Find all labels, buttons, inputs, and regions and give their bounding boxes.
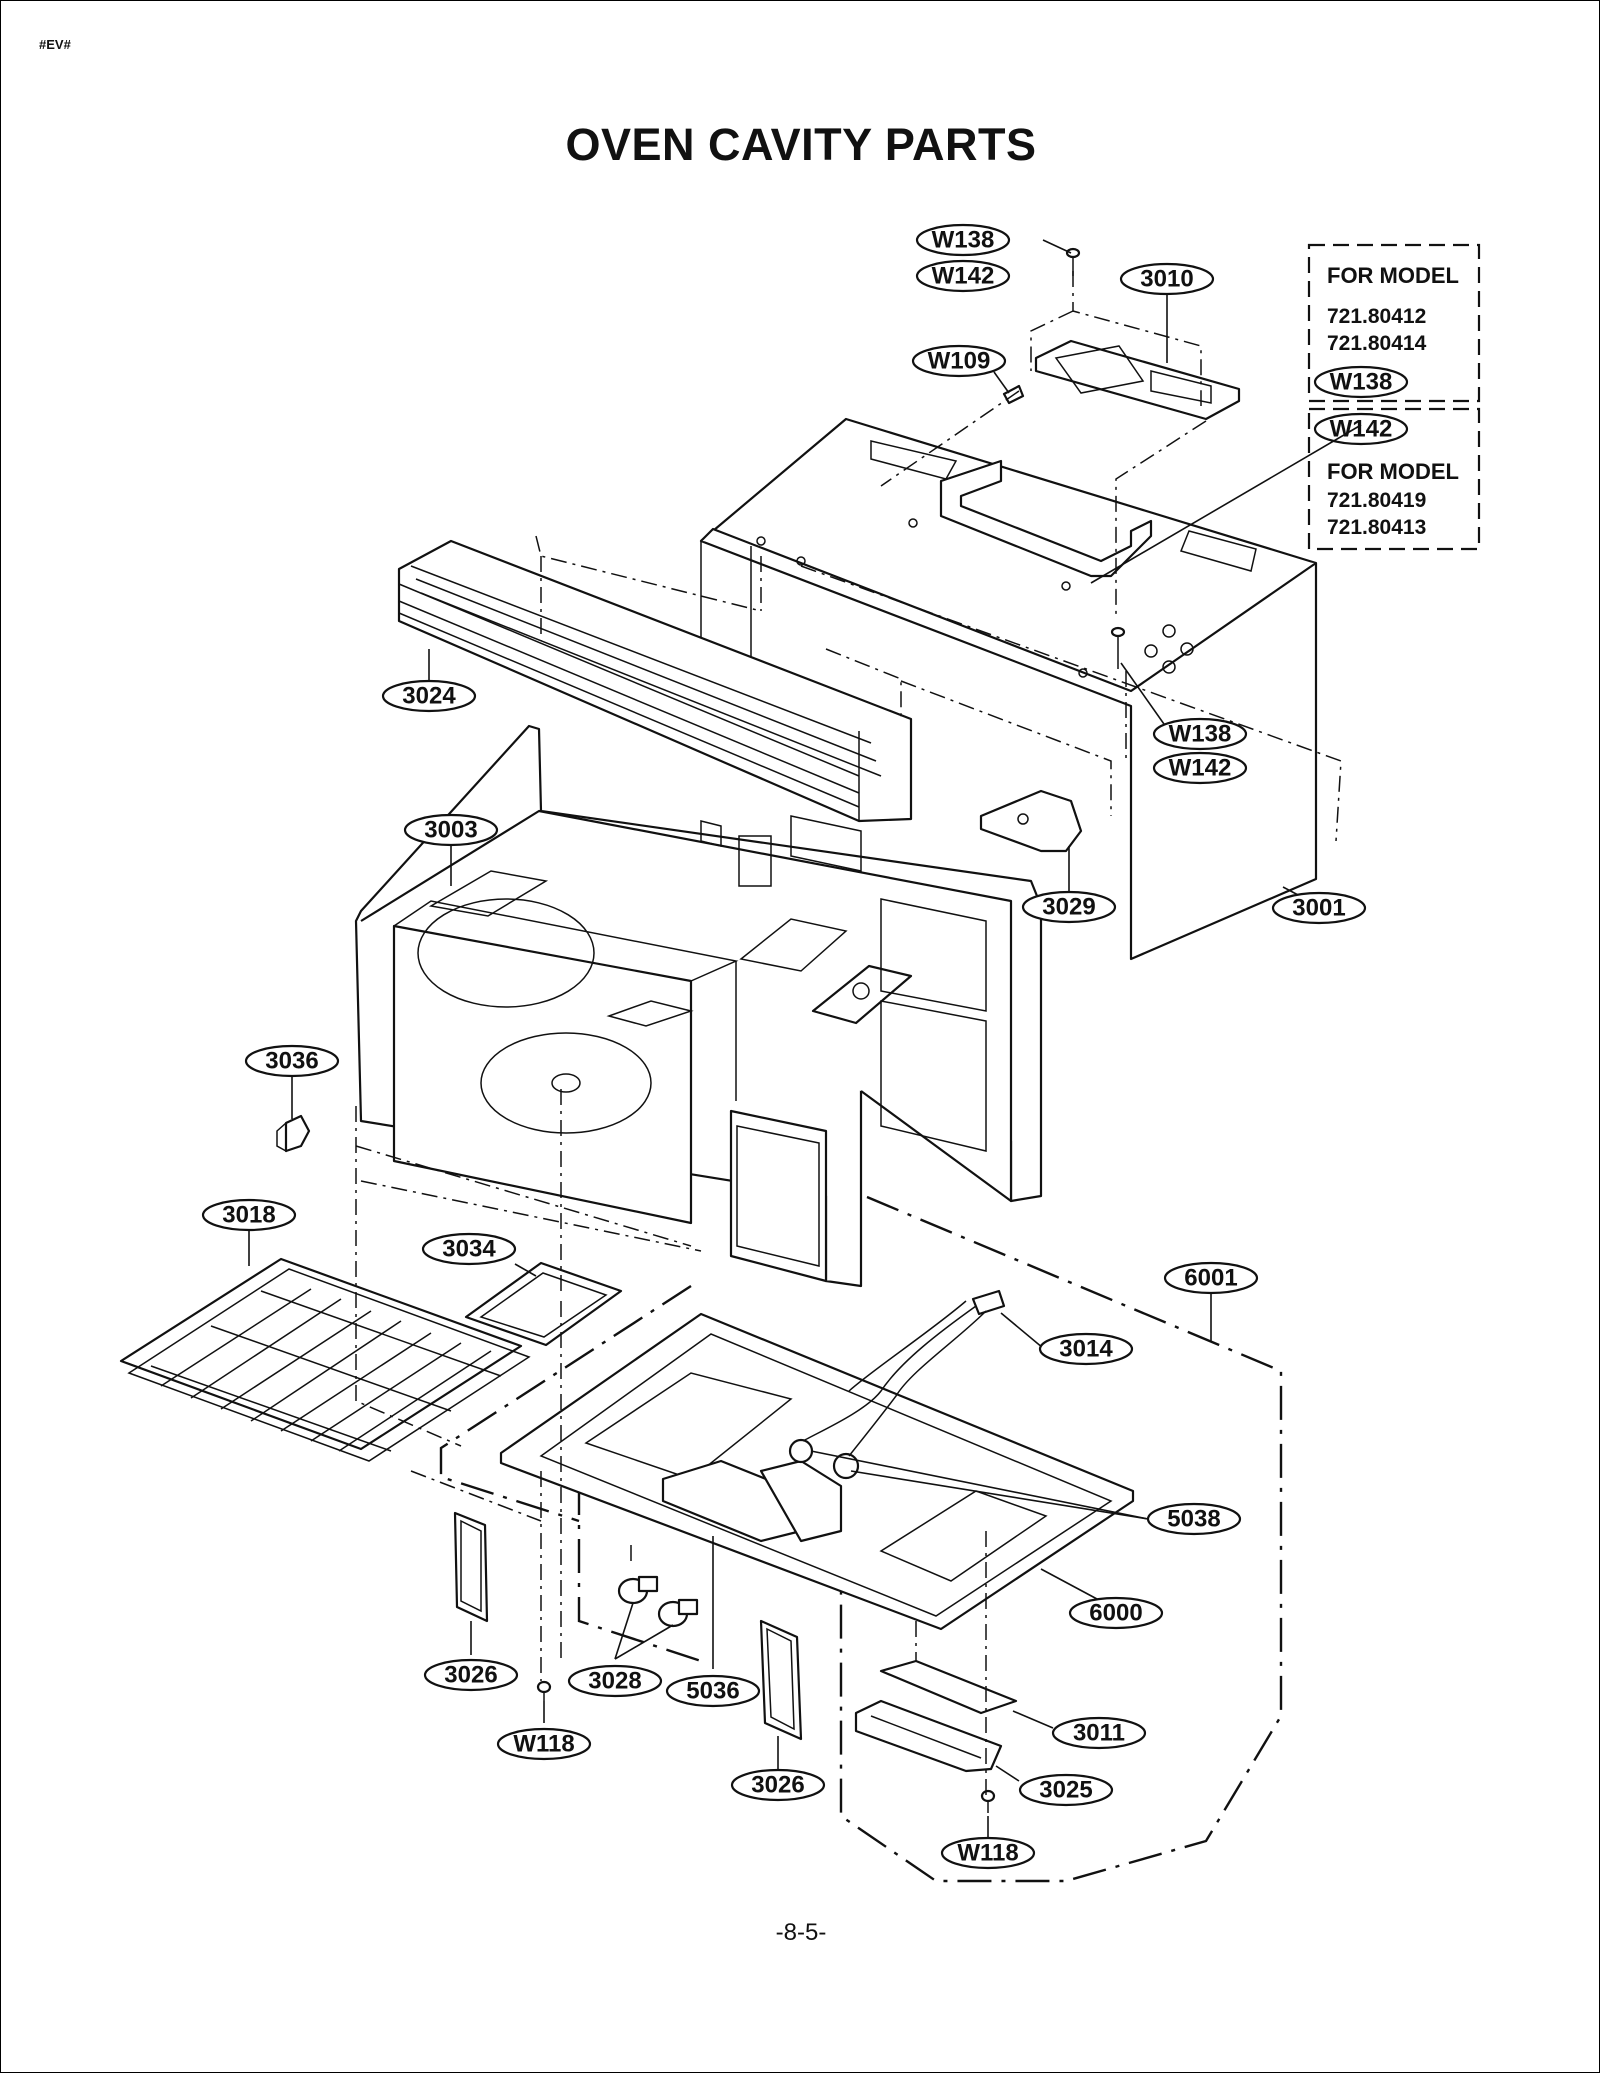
svg-text:6000: 6000 <box>1089 1600 1142 1627</box>
callout-3003: 3003 <box>403 813 499 847</box>
svg-text:3011: 3011 <box>1073 1720 1125 1747</box>
callout-3029: 3029 <box>1021 890 1117 924</box>
model-note-model: 721.80419 <box>1327 489 1426 512</box>
light-cover-3025 <box>854 1699 1003 1773</box>
model-note-model: 721.80412 <box>1327 305 1426 328</box>
svg-text:3001: 3001 <box>1292 895 1345 922</box>
model-note-box-2: W142 FOR MODEL 721.80419 721.80413 <box>1307 407 1481 551</box>
svg-text:3003: 3003 <box>424 817 477 844</box>
page-mark: #EV# <box>39 37 71 52</box>
svg-text:3028: 3028 <box>588 1668 641 1695</box>
screw-w118-left <box>536 1680 552 1701</box>
svg-text:W142: W142 <box>1169 755 1232 782</box>
callout-3011: 3011 <box>1051 1716 1147 1750</box>
wire-harness-3014 <box>802 1289 1006 1457</box>
svg-text:W118: W118 <box>957 1840 1018 1867</box>
base-plate-6000 <box>499 1312 1135 1631</box>
callout-3010: 3010 <box>1119 262 1215 296</box>
svg-text:3026: 3026 <box>751 1772 804 1799</box>
callout-3018: 3018 <box>201 1198 297 1232</box>
svg-text:3014: 3014 <box>1059 1336 1113 1363</box>
callout-W118: W118 <box>496 1727 592 1761</box>
page-number: -8-5- <box>775 1919 827 1946</box>
callout-W142: W142 <box>1152 751 1248 785</box>
callout-3028: 3028 <box>567 1664 663 1698</box>
model-note-part-callout: W138 <box>1313 365 1409 399</box>
svg-text:3018: 3018 <box>222 1202 275 1229</box>
svg-text:5036: 5036 <box>686 1678 739 1705</box>
svg-text:W118: W118 <box>513 1731 574 1758</box>
callout-5036: 5036 <box>665 1674 761 1708</box>
model-note-heading: FOR MODEL <box>1327 263 1459 288</box>
callout-W118: W118 <box>940 1836 1036 1870</box>
latch-3036 <box>276 1114 311 1153</box>
svg-text:6001: 6001 <box>1184 1265 1237 1292</box>
callout-W109: W109 <box>911 344 1007 378</box>
callout-W142: W142 <box>915 259 1011 293</box>
svg-text:3010: 3010 <box>1140 266 1193 293</box>
screw-w118-right <box>980 1789 996 1813</box>
svg-text:3026: 3026 <box>444 1662 497 1689</box>
svg-text:W138: W138 <box>1169 721 1232 748</box>
callout-3014: 3014 <box>1038 1332 1134 1366</box>
svg-text:5038: 5038 <box>1167 1506 1220 1533</box>
callout-3001: 3001 <box>1271 891 1367 925</box>
svg-text:3024: 3024 <box>402 683 456 710</box>
svg-text:3034: 3034 <box>442 1236 496 1263</box>
svg-text:W138: W138 <box>1330 369 1393 396</box>
screw-w138-mid <box>1110 626 1126 669</box>
page-title: OVEN CAVITY PARTS <box>565 119 1037 170</box>
svg-text:3029: 3029 <box>1042 894 1095 921</box>
callout-W138: W138 <box>1152 717 1248 751</box>
svg-text:W138: W138 <box>932 227 995 254</box>
callout-3036: 3036 <box>244 1044 340 1078</box>
callout-3034: 3034 <box>421 1232 517 1266</box>
control-board-3010 <box>1034 339 1241 421</box>
svg-text:W109: W109 <box>928 348 991 375</box>
svg-text:3036: 3036 <box>265 1048 318 1075</box>
alignment-lines <box>355 271 1342 1801</box>
callout-6000: 6000 <box>1068 1596 1164 1630</box>
vent-grille-3024 <box>397 539 913 823</box>
bulbs-3028 <box>617 1575 699 1628</box>
callout-3026: 3026 <box>730 1768 826 1802</box>
mounting-bracket-3029 <box>979 789 1083 853</box>
callout-3025: 3025 <box>1018 1773 1114 1807</box>
leader-lines <box>248 239 1362 1838</box>
assembly-boundary-6001-left <box>439 1284 692 1523</box>
model-note-part-callout: W142 <box>1313 412 1409 446</box>
model-note-model: 721.80414 <box>1327 332 1427 355</box>
grease-filter-3026-right <box>759 1619 803 1741</box>
light-lens-3011 <box>879 1659 1018 1715</box>
oven-cavity-3003 <box>354 724 1043 1288</box>
model-note-heading: FOR MODEL <box>1327 459 1459 484</box>
callout-6001: 6001 <box>1163 1261 1259 1295</box>
callout-5038: 5038 <box>1146 1502 1242 1536</box>
callout-3026: 3026 <box>423 1658 519 1692</box>
assembly-boundary-6001 <box>577 1195 1283 1883</box>
callout-3024: 3024 <box>381 679 477 713</box>
svg-text:W142: W142 <box>932 263 995 290</box>
filter-cover-3034 <box>464 1261 623 1347</box>
wire-rack-3018 <box>119 1257 531 1462</box>
model-note-box-1: FOR MODEL 721.80412 721.80414 W138 <box>1307 243 1481 403</box>
grease-filter-3026-left <box>453 1511 489 1623</box>
callout-W138: W138 <box>915 223 1011 257</box>
model-note-model: 721.80413 <box>1327 516 1426 539</box>
svg-text:3025: 3025 <box>1039 1777 1092 1804</box>
